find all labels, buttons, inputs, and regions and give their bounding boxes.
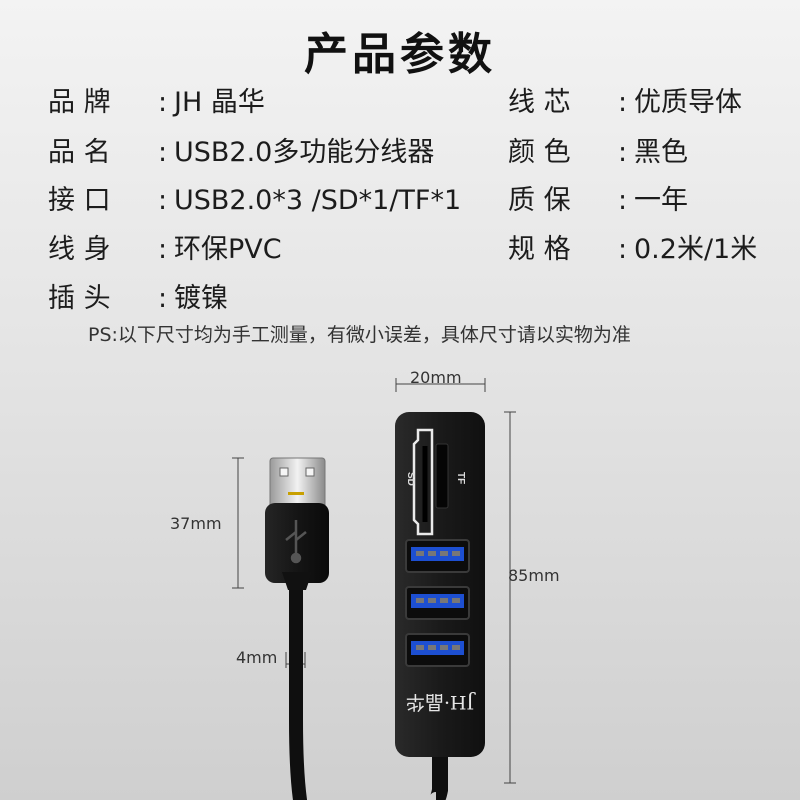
spec-key: 线 芯 (508, 87, 571, 118)
spec-value: USB2.0多功能分线器 (174, 137, 435, 168)
spec-key: 线 身 (48, 234, 111, 265)
usb-port (405, 539, 470, 573)
spec-sep: : (158, 87, 168, 118)
sd-label: SD (405, 472, 416, 486)
usb-plug-body (265, 503, 329, 590)
spec-sep: : (158, 137, 168, 168)
spec-plug: 插 头 : 镀镍 (48, 276, 228, 315)
spec-sep: : (618, 234, 628, 265)
usb-port (405, 586, 470, 620)
spec-core: 线 芯 : 优质导体 (508, 80, 742, 119)
spec-sep: : (618, 87, 628, 118)
width-dimension-label: 20mm (410, 368, 462, 387)
spec-value: 镀镍 (174, 283, 228, 314)
spec-value: JH 晶华 (174, 87, 265, 118)
spec-key: 接 口 (48, 185, 111, 216)
plug-cable (289, 578, 307, 800)
tf-label: TF (455, 472, 466, 484)
spec-value: 一年 (634, 185, 688, 216)
spec-sep: : (618, 185, 628, 216)
usb-a-connector (269, 457, 326, 509)
plug-length-dimension (232, 457, 244, 589)
width-dimension (395, 378, 486, 392)
brand-logo: JH·晶华 (406, 691, 476, 713)
usb-hub-body: SD TF JH·晶华 (395, 412, 485, 757)
spec-key: 质 保 (508, 185, 571, 216)
spec-color: 颜 色 : 黑色 (508, 130, 688, 169)
body-length-dimension (504, 411, 516, 784)
spec-key: 插 头 (48, 283, 111, 314)
body-length-label: 85mm (508, 566, 560, 585)
spec-sep: : (618, 137, 628, 168)
spec-key: 品 牌 (48, 87, 111, 118)
spec-value: USB2.0*3 /SD*1/TF*1 (174, 185, 462, 216)
sd-slot (412, 428, 434, 536)
spec-size: 规 格 : 0.2米/1米 (508, 227, 757, 266)
spec-sep: : (158, 185, 168, 216)
spec-sep: : (158, 234, 168, 265)
usb-port (405, 633, 470, 667)
spec-value: 0.2米/1米 (634, 234, 758, 265)
tf-slot (435, 443, 449, 509)
spec-interface: 接 口 : USB2.0*3 /SD*1/TF*1 (48, 178, 461, 217)
cable-diameter-label: 4mm (236, 648, 278, 667)
spec-key: 颜 色 (508, 137, 571, 168)
plug-length-label: 37mm (170, 514, 222, 533)
spec-warranty: 质 保 : 一年 (508, 178, 688, 217)
spec-value: 黑色 (634, 137, 688, 168)
usb-logo-icon (285, 520, 307, 564)
spec-key: 品 名 (48, 137, 111, 168)
spec-key: 规 格 (508, 234, 571, 265)
spec-cable-material: 线 身 : 环保PVC (48, 227, 282, 266)
spec-value: 环保PVC (174, 234, 282, 265)
page-title: 产品参数 (304, 29, 496, 80)
spec-value: 优质导体 (634, 87, 742, 118)
spec-brand: 品 牌 : JH 晶华 (48, 80, 265, 119)
spec-sep: : (158, 283, 168, 314)
measurement-note: PS:以下尺寸均为手工测量，有微小误差，具体尺寸请以实物为准 (88, 324, 631, 346)
spec-product-name: 品 名 : USB2.0多功能分线器 (48, 130, 434, 169)
